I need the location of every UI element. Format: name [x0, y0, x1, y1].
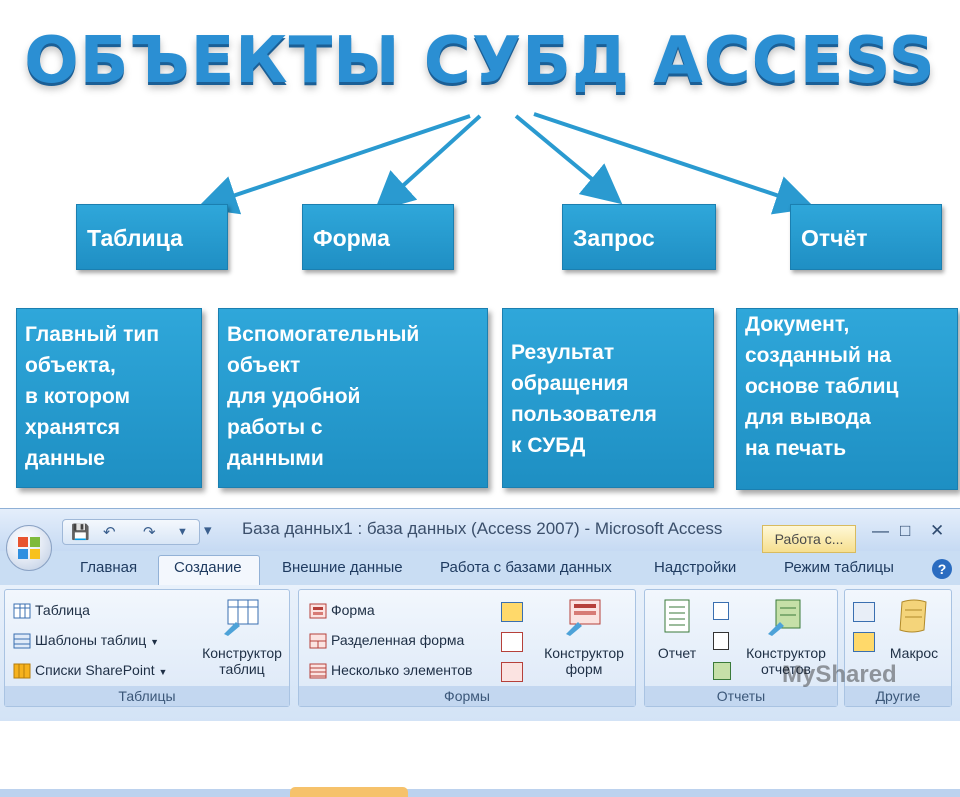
table-icon	[13, 603, 31, 619]
tab-create[interactable]: Создание	[174, 559, 242, 576]
report-designer-button[interactable]: Конструктор отчетов	[737, 598, 835, 677]
description-report: Документ, созданный на основе таблиц для…	[736, 308, 958, 490]
title-bar: 💾 ↶ ↷ ▼ ▾ База данных1 : база данных (Ac…	[0, 509, 960, 553]
minimize-icon[interactable]: —	[872, 521, 889, 540]
tab-external-data[interactable]: Внешние данные	[282, 559, 403, 576]
multiple-items-icon	[309, 663, 327, 679]
table-templates-icon	[13, 633, 31, 649]
arrow-to-form	[374, 114, 482, 212]
quick-access-toolbar: 💾 ↶ ↷ ▼	[62, 519, 200, 545]
watermark: MyShared	[782, 661, 897, 688]
office-button[interactable]	[6, 525, 52, 571]
save-icon[interactable]: 💾	[71, 524, 90, 541]
table-templates-button[interactable]: Шаблоны таблиц ▼	[13, 632, 159, 649]
report-icon	[664, 599, 690, 633]
macro-button[interactable]: Макрос	[879, 598, 949, 661]
description-query: Результат обращения пользователя к СУБД	[502, 308, 714, 488]
labels-icon[interactable]	[713, 602, 729, 620]
report-button[interactable]: Отчет	[651, 598, 703, 661]
report-wizard-icon[interactable]	[713, 662, 731, 680]
blank-report-icon[interactable]	[713, 632, 729, 650]
query-wizard-icon[interactable]	[853, 602, 875, 622]
macro-label: Макрос	[889, 645, 939, 661]
group-other-label: Другие	[845, 686, 951, 706]
split-form-icon	[309, 633, 327, 649]
table-designer-icon	[224, 599, 259, 636]
ribbon: Таблица Шаблоны таблиц ▼ Списки SharePoi…	[0, 585, 960, 797]
close-icon[interactable]: ✕	[930, 521, 945, 540]
form-button-label: Форма	[331, 602, 375, 618]
tab-addins[interactable]: Надстройки	[654, 559, 737, 576]
office-logo-icon	[18, 537, 40, 559]
arrow-to-table	[196, 114, 471, 215]
form-designer-label: Конструктор форм	[544, 645, 624, 677]
description-table: Главный тип объекта, в котором хранятся …	[16, 308, 202, 488]
table-designer-label: Конструктор таблиц	[202, 645, 282, 677]
more-forms-icon[interactable]	[501, 662, 523, 682]
multiple-items-button[interactable]: Несколько элементов	[309, 662, 473, 679]
description-form: Вспомогательный объект для удобной работ…	[218, 308, 488, 488]
table-designer-button[interactable]: Конструктор таблиц	[197, 598, 287, 677]
group-reports: Отчет Конструктор отчетов Отчеты	[644, 589, 838, 707]
category-query: Запрос	[562, 204, 716, 270]
query-designer-icon[interactable]	[853, 632, 875, 652]
chevron-down-icon: ▼	[158, 667, 168, 677]
form-icon	[309, 603, 327, 619]
help-icon[interactable]: ?	[932, 559, 952, 579]
form-designer-button[interactable]: Конструктор форм	[535, 598, 633, 677]
redo-icon[interactable]: ↷	[143, 524, 156, 541]
chevron-down-icon: ▼	[150, 637, 160, 647]
sharepoint-lists-button[interactable]: Списки SharePoint ▼	[13, 662, 167, 679]
sharepoint-label: Списки SharePoint	[35, 662, 155, 678]
report-label: Отчет	[657, 645, 697, 661]
multiple-items-label: Несколько элементов	[331, 662, 473, 678]
undo-icon[interactable]: ↶	[103, 524, 116, 541]
report-designer-icon	[768, 599, 801, 636]
group-reports-label: Отчеты	[645, 686, 837, 706]
arrow-to-report	[533, 112, 816, 215]
page-title: ОБЪЕКТЫ СУБД ACCESS	[24, 24, 936, 98]
tab-active-bg	[158, 555, 260, 588]
group-forms-label: Формы	[299, 686, 635, 706]
arrow-to-query	[514, 114, 623, 205]
group-tables: Таблица Шаблоны таблиц ▼ Списки SharePoi…	[4, 589, 290, 707]
split-form-label: Разделенная форма	[331, 632, 465, 648]
group-other: Макрос Другие	[844, 589, 952, 707]
group-forms: Форма Разделенная форма Несколько элемен…	[298, 589, 636, 707]
window-title: База данных1 : база данных (Access 2007)…	[242, 519, 723, 538]
maximize-icon[interactable]: □	[900, 521, 911, 540]
split-form-button[interactable]: Разделенная форма	[309, 632, 464, 649]
context-tab[interactable]: Работа с...	[762, 525, 856, 553]
tab-datasheet[interactable]: Режим таблицы	[784, 559, 894, 576]
blank-form-icon[interactable]	[501, 632, 523, 652]
tab-home[interactable]: Главная	[80, 559, 138, 576]
sharepoint-icon	[13, 663, 31, 679]
pivot-chart-icon[interactable]	[501, 602, 523, 622]
customize-qat-icon[interactable]: ▾	[204, 522, 212, 539]
table-button-label: Таблица	[35, 602, 90, 618]
form-button[interactable]: Форма	[309, 602, 375, 619]
table-button[interactable]: Таблица	[13, 602, 90, 619]
chevron-down-icon[interactable]: ▼	[177, 526, 188, 538]
object-tab[interactable]	[290, 787, 408, 797]
report-designer-label: Конструктор отчетов	[746, 645, 826, 677]
navigation-strip	[0, 789, 960, 797]
tab-database-tools[interactable]: Работа с базами данных	[440, 559, 612, 576]
group-tables-label: Таблицы	[5, 686, 289, 706]
category-report: Отчёт	[790, 204, 942, 270]
ribbon-tabs: Главная Создание Внешние данные Работа с…	[0, 551, 960, 588]
macro-scroll-icon	[899, 599, 927, 633]
table-templates-label: Шаблоны таблиц	[35, 632, 147, 648]
access-window: 💾 ↶ ↷ ▼ ▾ База данных1 : база данных (Ac…	[0, 508, 960, 797]
category-table: Таблица	[76, 204, 228, 270]
category-form: Форма	[302, 204, 454, 270]
form-designer-icon	[566, 599, 601, 636]
